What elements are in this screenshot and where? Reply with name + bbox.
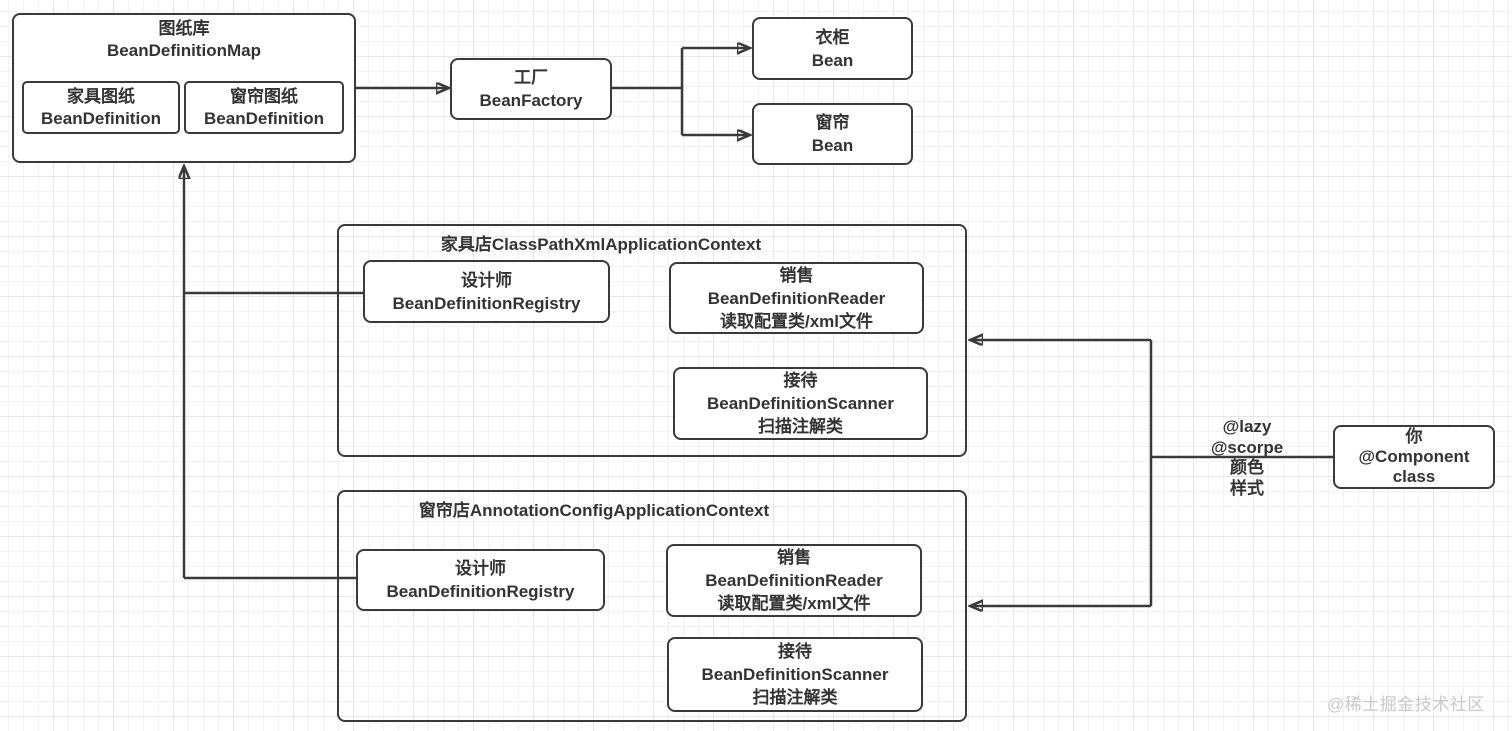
- node-label-line: 销售: [779, 265, 814, 285]
- node-label-line: 接待: [778, 642, 812, 661]
- node-curtain-bean: 窗帘 Bean: [752, 103, 913, 165]
- node-label-line: 图纸库: [158, 19, 210, 38]
- node-label-line: BeanDefinitionRegistry: [392, 293, 581, 313]
- node-beanfactory: 工厂 BeanFactory: [450, 58, 612, 120]
- node-label-line: BeanDefinitionScanner: [701, 665, 889, 684]
- node-label-line: Bean: [811, 136, 854, 155]
- node-label-line: 读取配置类/xml文件: [717, 594, 871, 613]
- container-classpathxmlapplicationcontext: 家具店ClassPathXmlApplicationContext: [337, 224, 967, 457]
- node-label-line: 读取配置类/xml文件: [719, 311, 874, 331]
- node-label-line: 窗帘: [815, 113, 850, 132]
- node-fs-beandefinitionreader: 销售 BeanDefinitionReader 读取配置类/xml文件: [669, 262, 924, 334]
- node-beandefinitionmap: 图纸库 BeanDefinitionMap 家具图纸 BeanDefinitio…: [12, 13, 356, 163]
- node-label-line: 扫描注解类: [752, 688, 838, 707]
- edge-label-line: @scorpe: [1210, 437, 1284, 457]
- node-label-line: 扫描注解类: [758, 417, 843, 436]
- edge-label-line: 样式: [1230, 478, 1264, 498]
- node-label-line: 销售: [777, 548, 811, 567]
- node-label-line: 你: [1405, 427, 1423, 446]
- node-label-line: 工厂: [514, 68, 548, 87]
- node-curtain-beandefinition: 窗帘图纸 BeanDefinition: [184, 81, 344, 134]
- line-factory-split: [612, 48, 684, 135]
- edge-label-line: 颜色: [1230, 458, 1264, 477]
- container-title: 窗帘店AnnotationConfigApplicationContext: [418, 501, 770, 520]
- node-label-line: BeanDefinitionScanner: [706, 394, 895, 413]
- node-label-line: BeanDefinitionRegistry: [386, 582, 575, 601]
- container-annotationconfigapplicationcontext: 窗帘店AnnotationConfigApplicationContext: [337, 490, 967, 722]
- node-label-line: Bean: [811, 50, 854, 70]
- node-label-line: 家具图纸: [67, 86, 135, 106]
- node-label-line: BeanDefinitionMap: [107, 41, 261, 60]
- node-label-line: 设计师: [455, 559, 506, 578]
- edge-label-line: @lazy: [1222, 417, 1272, 436]
- node-label-line: BeanDefinitionReader: [705, 571, 883, 590]
- edge-label-annotations: @lazy @scorpe 颜色 样式: [1190, 417, 1304, 499]
- node-label-line: BeanFactory: [479, 91, 583, 110]
- node-label-line: 衣柜: [815, 27, 850, 47]
- node-component-class: 你 @Component class: [1333, 425, 1495, 489]
- watermark-text: @稀土掘金技术社区: [1327, 695, 1485, 714]
- node-fs-beandefinitionregistry: 设计师 BeanDefinitionRegistry: [363, 260, 610, 323]
- node-label-line: BeanDefinitionReader: [707, 288, 886, 308]
- node-label-line: BeanDefinition: [204, 108, 324, 128]
- node-furniture-beandefinition: 家具图纸 BeanDefinition: [22, 81, 180, 134]
- node-wardrobe-bean: 衣柜 Bean: [752, 17, 913, 80]
- node-label-line: BeanDefinition: [41, 108, 161, 128]
- node-label-line: 接待: [783, 371, 818, 390]
- node-cs-beandefinitionreader: 销售 BeanDefinitionReader 读取配置类/xml文件: [666, 544, 922, 617]
- node-cs-beandefinitionscanner: 接待 BeanDefinitionScanner 扫描注解类: [667, 637, 923, 712]
- node-label-line: class: [1392, 467, 1436, 486]
- node-label-line: 设计师: [461, 270, 512, 290]
- node-label-line: @Component: [1358, 447, 1470, 466]
- container-title: 家具店ClassPathXmlApplicationContext: [440, 235, 762, 254]
- node-fs-beandefinitionscanner: 接待 BeanDefinitionScanner 扫描注解类: [673, 367, 928, 440]
- node-cs-beandefinitionregistry: 设计师 BeanDefinitionRegistry: [356, 549, 605, 611]
- node-label-line: 窗帘图纸: [230, 86, 298, 106]
